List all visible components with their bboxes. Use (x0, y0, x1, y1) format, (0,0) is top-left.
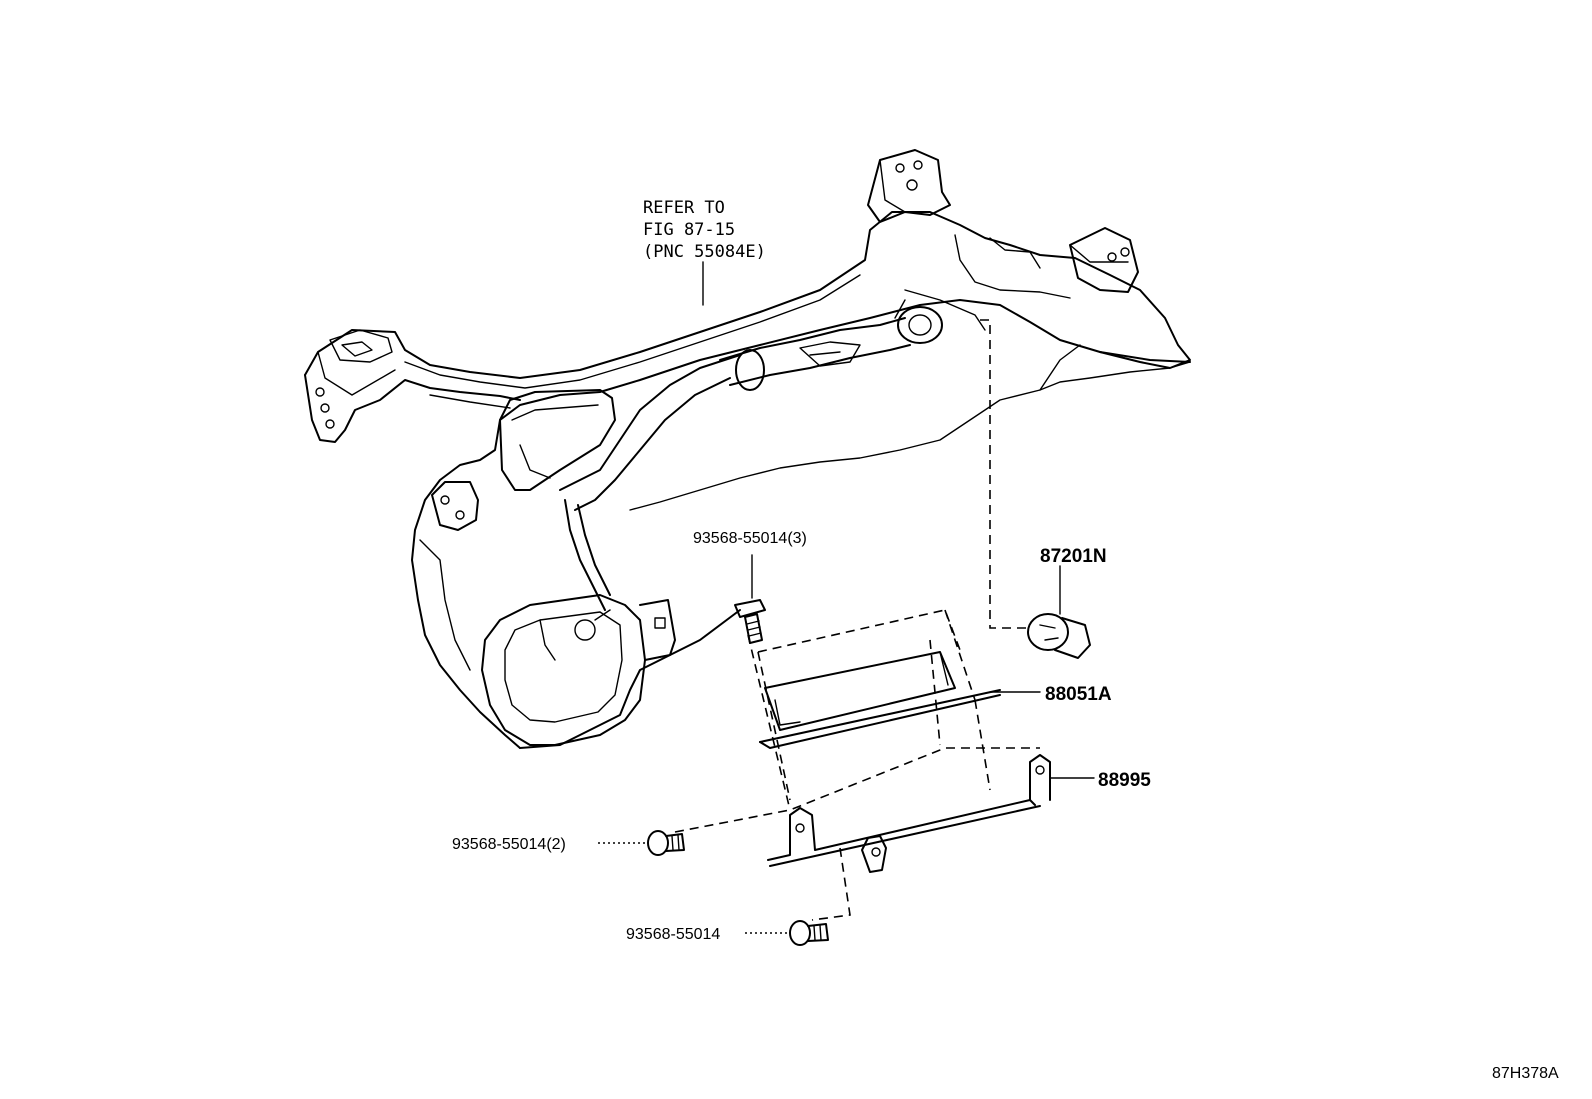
label-bolt-left: 93568-55014(2) (452, 836, 566, 853)
refer-note-line1: REFER TO (643, 198, 725, 218)
bolt-left-part (598, 830, 685, 856)
label-clip: 87201N (1040, 546, 1107, 567)
label-bolt-top: 93568-55014(3) (693, 530, 807, 547)
refer-note: REFER TO FIG 87-15 (PNC 55084E) (643, 198, 766, 262)
figure-code: 87H378A (1492, 1065, 1559, 1082)
label-ecu-module: 88051A (1045, 684, 1112, 705)
label-bolt-bottom: 93568-55014 (626, 926, 720, 943)
label-bracket: 88995 (1098, 770, 1151, 791)
bracket-part (767, 754, 1095, 873)
clip-part (1027, 565, 1091, 659)
bolt-bottom-part (745, 920, 829, 946)
refer-note-line2: FIG 87-15 (643, 220, 735, 240)
bolt-top-part (734, 554, 766, 644)
suspension-member-illustration (304, 149, 1191, 749)
refer-note-line3: (PNC 55084E) (643, 242, 766, 262)
ecu-module-part (759, 651, 1041, 749)
